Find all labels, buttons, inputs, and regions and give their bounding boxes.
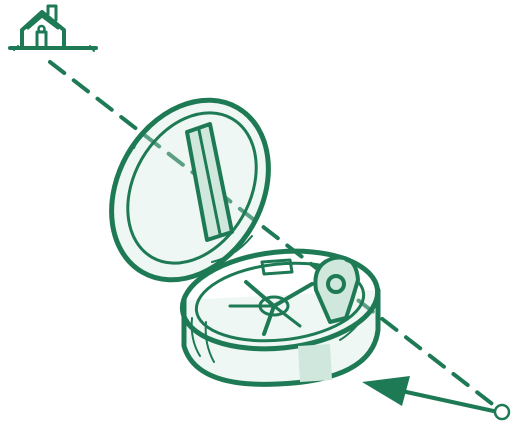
house-icon <box>10 6 96 51</box>
target-point-icon <box>495 405 509 419</box>
